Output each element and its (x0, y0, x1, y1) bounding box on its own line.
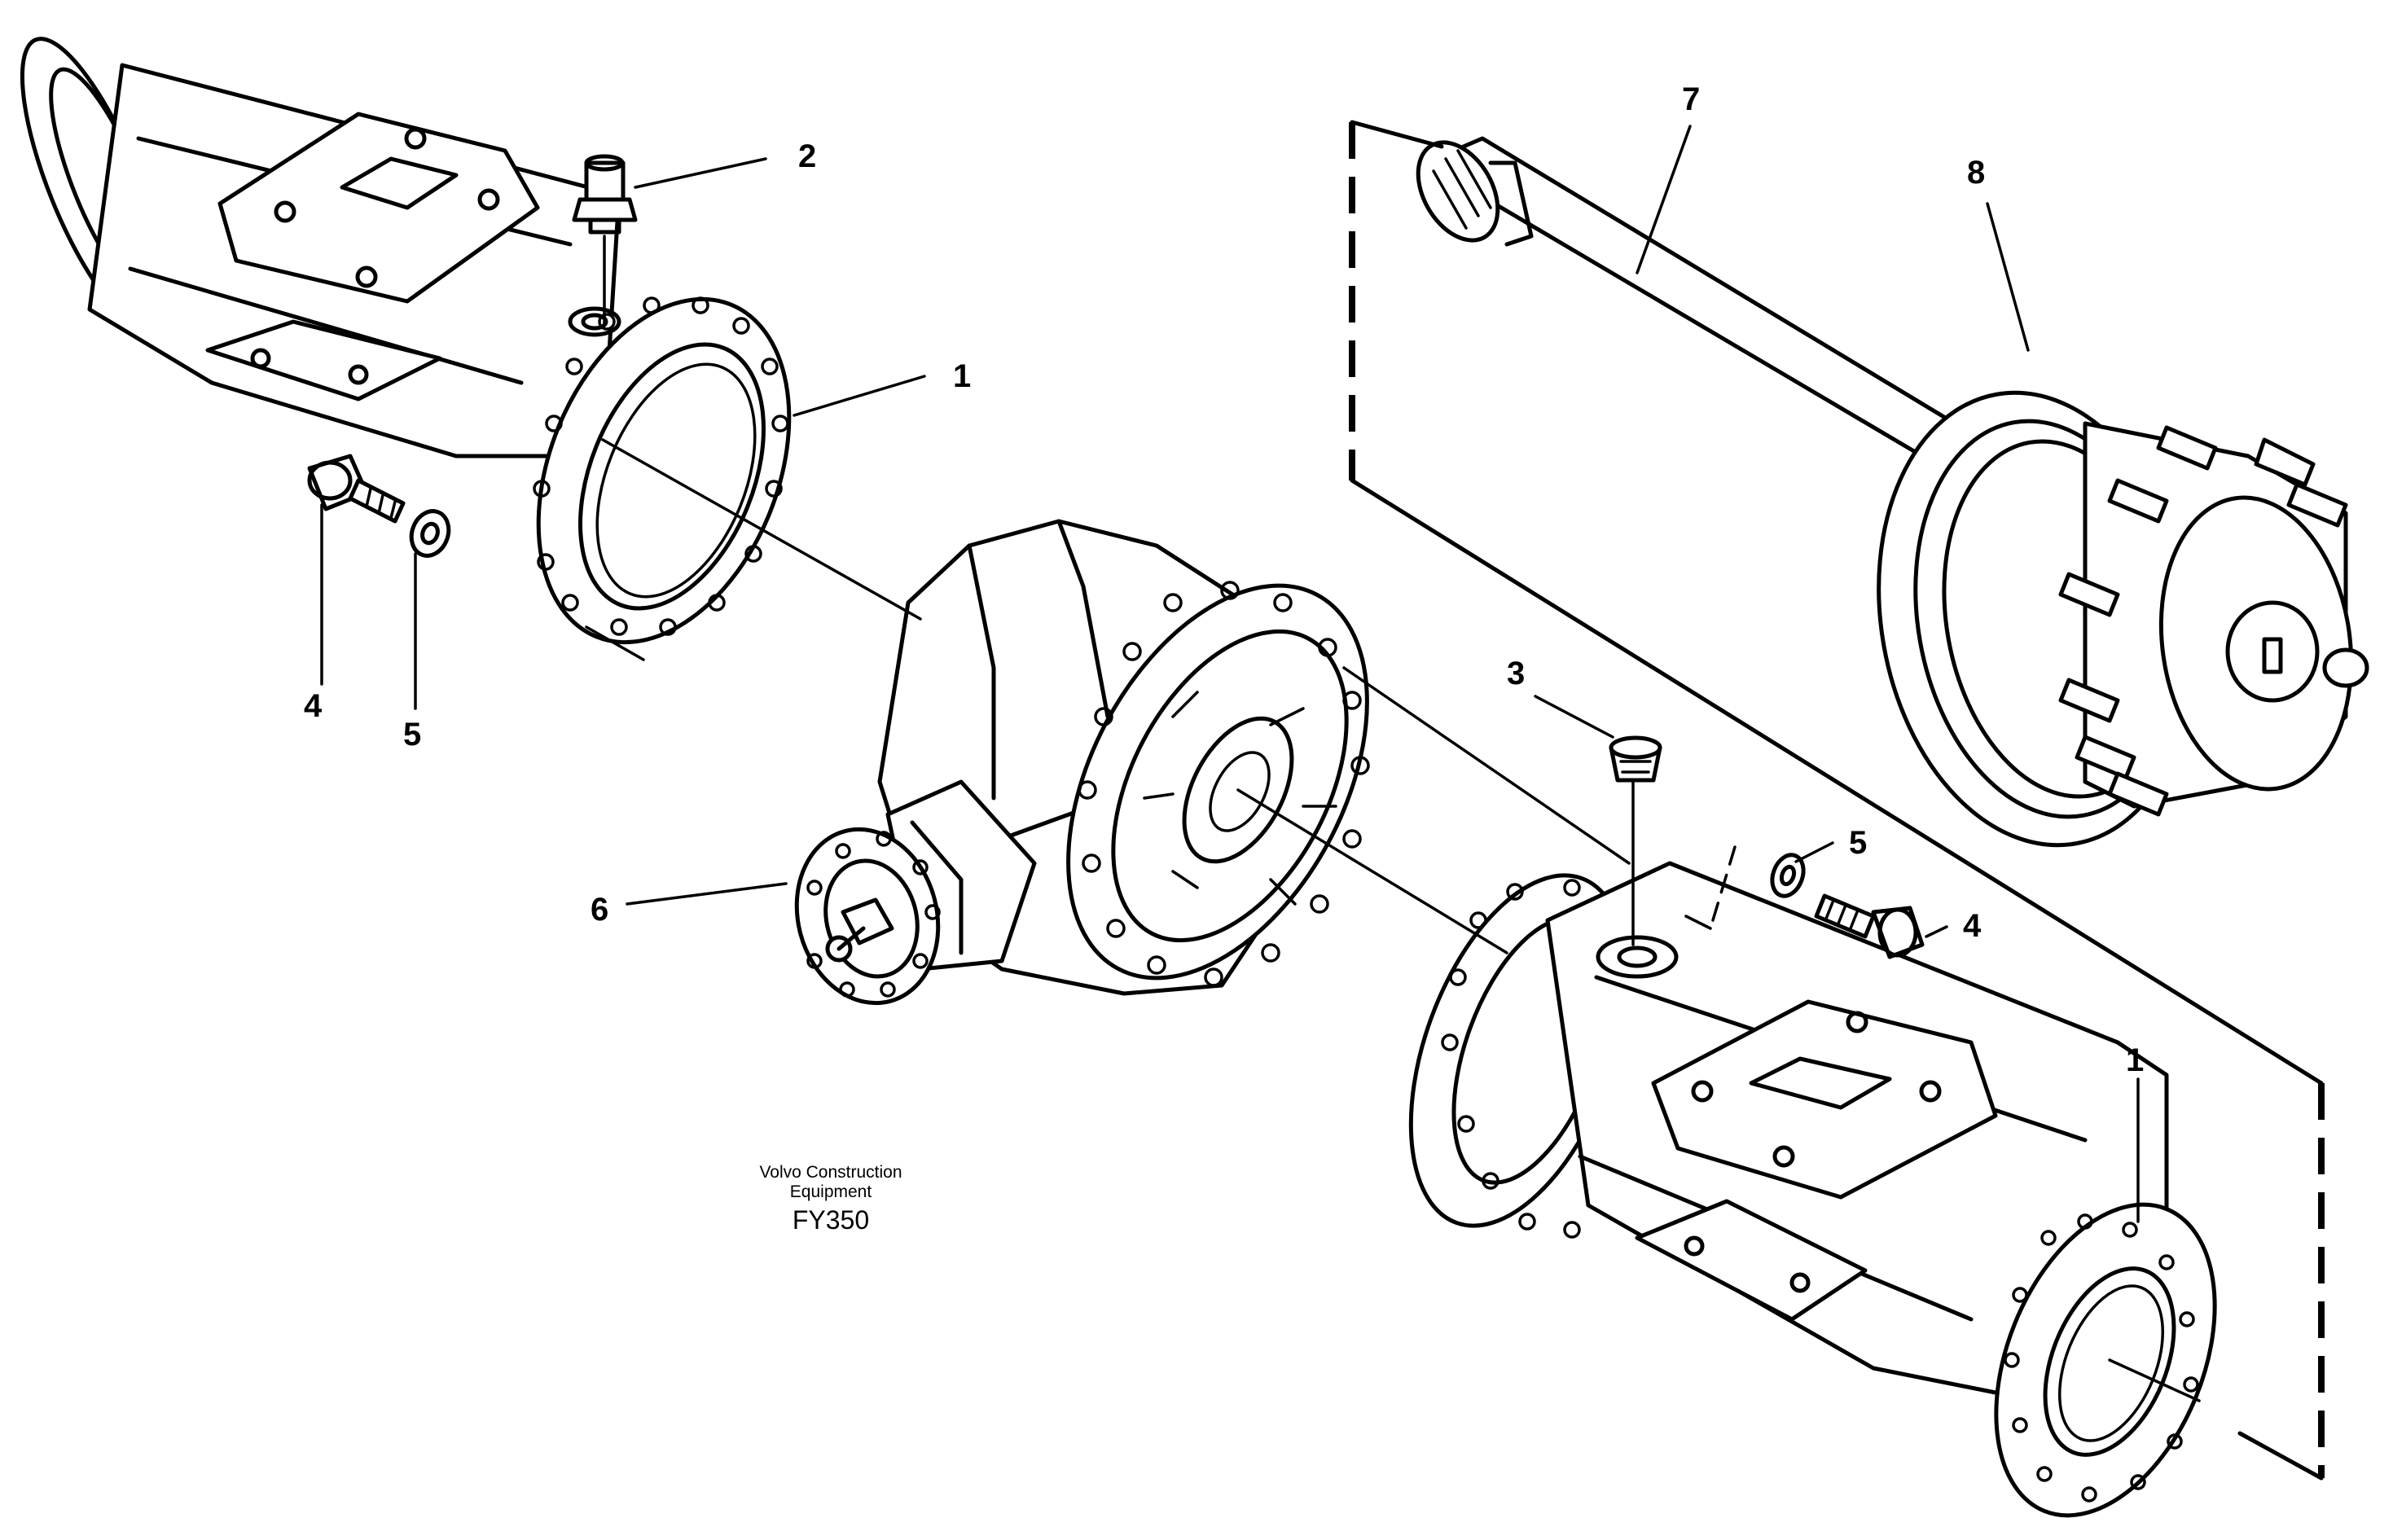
breather-nipple (572, 154, 638, 235)
callout-4-left: 4 (304, 688, 323, 724)
drive-shaft (1416, 136, 1957, 458)
assembly-centerlines (585, 235, 2201, 1402)
assembly-bracket (1349, 120, 2325, 1481)
left-axle-housing (20, 37, 792, 645)
callout-6: 6 (591, 892, 608, 928)
left-flange-bolt-holes (533, 296, 789, 636)
callout-4-right: 4 (1963, 908, 1982, 944)
callout-7: 7 (1682, 81, 1700, 117)
figure-caption: Volvo Construction Equipment FY350 (709, 1163, 953, 1236)
callout-2: 2 (798, 138, 816, 174)
screw-left (307, 454, 406, 524)
differential (877, 519, 1369, 996)
callout-1-right: 1 (2126, 1042, 2144, 1078)
differential-flange-bolt-holes (1078, 581, 1370, 987)
figure-code: FY350 (792, 1205, 870, 1235)
leader-lines (320, 125, 2140, 1223)
pinion-flange (794, 827, 941, 1006)
washer-right (1770, 853, 1806, 898)
callout-3: 3 (1507, 656, 1525, 691)
hub-studs (2058, 425, 2348, 817)
screw-right (1814, 893, 1925, 959)
caption-line-1: Volvo Construction (759, 1163, 902, 1182)
washer-left (409, 509, 451, 558)
callout-1-left: 1 (953, 358, 971, 394)
hub (1877, 390, 2369, 848)
callout-5-right: 5 (1849, 825, 1867, 861)
callout-5-left: 5 (403, 717, 421, 752)
right-axle-housing (1408, 861, 2217, 1518)
caption-line-2: Equipment (789, 1182, 872, 1201)
right-flange-bolt-holes (1441, 879, 2199, 1503)
callout-8: 8 (1967, 155, 1985, 191)
plug (1609, 735, 1662, 783)
